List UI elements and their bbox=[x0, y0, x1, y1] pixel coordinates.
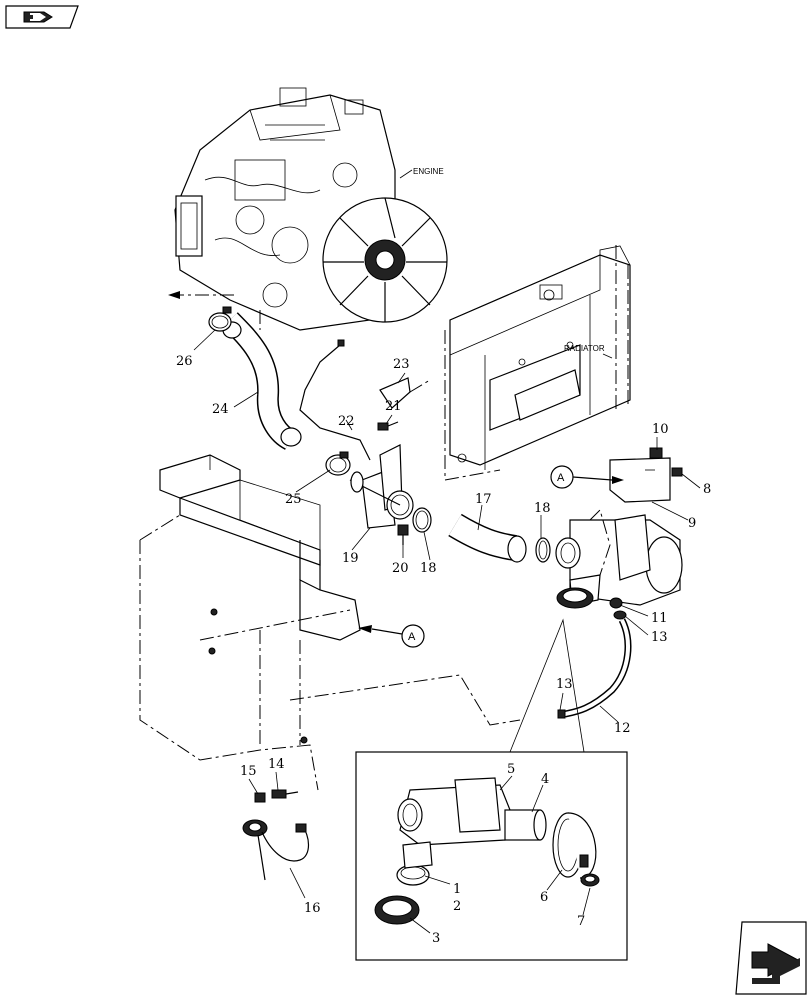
callout-19: 19 bbox=[342, 551, 359, 566]
callout-9: 9 bbox=[688, 516, 696, 531]
callout-12: 12 bbox=[614, 721, 631, 736]
engine-drawing bbox=[174, 87, 448, 331]
callout-10: 10 bbox=[652, 422, 669, 437]
callout-3: 3 bbox=[432, 931, 440, 946]
callout-13-right: 13 bbox=[651, 630, 668, 645]
hose-17 bbox=[448, 513, 527, 563]
callout-4: 4 bbox=[541, 772, 549, 787]
callout-22: 22 bbox=[338, 414, 355, 429]
leader-lines bbox=[193, 329, 701, 934]
callout-25: 25 bbox=[285, 492, 302, 507]
callout-11: 11 bbox=[651, 611, 668, 626]
ref-a-top-label: A bbox=[557, 472, 565, 484]
callout-13-left: 13 bbox=[556, 677, 573, 692]
book-icon[interactable] bbox=[5, 5, 79, 29]
callout-1: 1 bbox=[453, 882, 461, 897]
bracket-19 bbox=[349, 444, 414, 529]
radiator-label: RADIATOR bbox=[564, 344, 605, 353]
callout-26: 26 bbox=[176, 354, 193, 369]
callout-17: 17 bbox=[475, 492, 492, 507]
bolt-21 bbox=[377, 421, 399, 431]
frame-drawing bbox=[139, 454, 521, 791]
ref-a-left-label: A bbox=[408, 631, 416, 643]
fitting-11 bbox=[609, 597, 627, 620]
hose-24 bbox=[222, 312, 302, 450]
callout-23: 23 bbox=[393, 357, 410, 372]
ref-a-top bbox=[550, 465, 624, 489]
callout-numbers: 26 24 25 23 21 22 19 20 18 17 18 10 8 9 … bbox=[176, 354, 711, 946]
callout-21: 21 bbox=[385, 399, 402, 414]
callout-16: 16 bbox=[304, 901, 321, 916]
callout-5: 5 bbox=[507, 762, 515, 777]
callout-18-right: 18 bbox=[534, 501, 551, 516]
clamp-18-right bbox=[535, 537, 551, 563]
clamp-26 bbox=[208, 306, 232, 332]
rod-22 bbox=[299, 344, 371, 461]
callout-14: 14 bbox=[268, 757, 285, 772]
clamp-18-left bbox=[412, 507, 432, 533]
detail-inset bbox=[355, 618, 628, 961]
bolt-20 bbox=[397, 524, 409, 545]
callout-8: 8 bbox=[703, 482, 711, 497]
callout-2: 2 bbox=[453, 899, 461, 914]
ref-a-left bbox=[358, 624, 425, 648]
sensor-assembly bbox=[242, 789, 310, 881]
engine-label: ENGINE bbox=[413, 167, 444, 176]
callout-24: 24 bbox=[212, 402, 229, 417]
callout-20: 20 bbox=[392, 561, 409, 576]
callout-15: 15 bbox=[240, 764, 257, 779]
clamp-25 bbox=[325, 451, 351, 476]
next-page-arrow-icon[interactable] bbox=[735, 921, 807, 995]
bracket-9 bbox=[609, 447, 683, 503]
air-cleaner bbox=[555, 509, 683, 609]
callout-18-left: 18 bbox=[420, 561, 437, 576]
radiator-drawing bbox=[444, 245, 631, 481]
callout-6: 6 bbox=[540, 890, 548, 905]
callout-7: 7 bbox=[577, 914, 585, 929]
